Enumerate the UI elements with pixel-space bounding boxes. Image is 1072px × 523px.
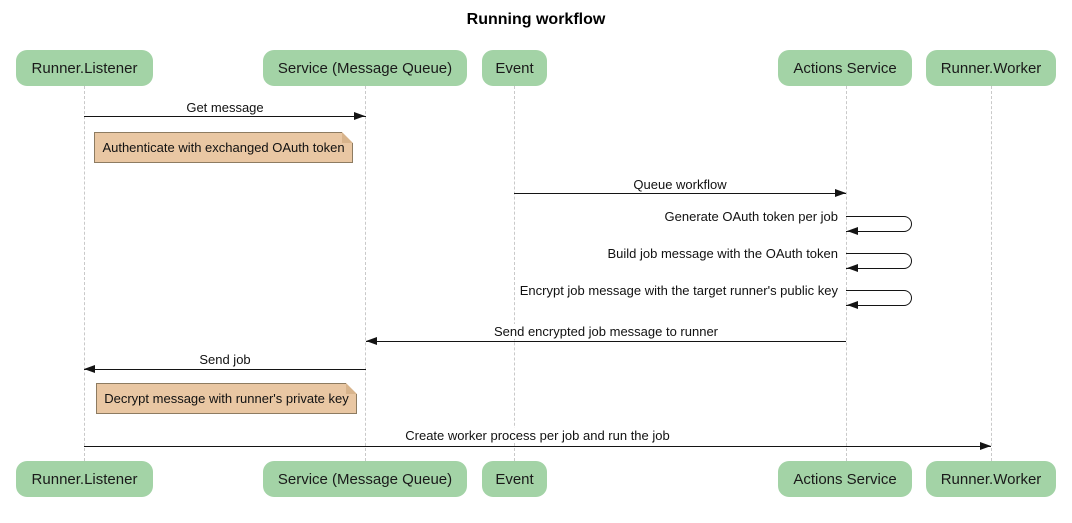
message-label-build-job-message: Build job message with the OAuth token — [321, 246, 841, 261]
message-line-get-message — [84, 116, 366, 118]
lifeline-event — [514, 86, 515, 461]
diagram-title: Running workflow — [466, 11, 606, 28]
arrowhead-right-icon — [354, 112, 365, 120]
message-label-generate-oauth-token: Generate OAuth token per job — [321, 209, 841, 224]
participant-service-message-queue-bottom: Service (Message Queue) — [263, 461, 467, 497]
message-line-create-worker — [84, 446, 991, 448]
lifeline-runner-worker — [991, 86, 992, 461]
message-label-get-message: Get message — [84, 100, 366, 115]
participant-actions-service-bottom: Actions Service — [778, 461, 912, 497]
arrowhead-left-icon — [847, 264, 858, 272]
lifeline-actions-service — [846, 86, 847, 461]
participant-event-top: Event — [482, 50, 547, 86]
message-line-queue-workflow — [514, 193, 846, 195]
message-label-create-worker: Create worker process per job and run th… — [84, 428, 991, 443]
message-label-encrypt-job-message: Encrypt job message with the target runn… — [321, 283, 841, 298]
participant-actions-service-top: Actions Service — [778, 50, 912, 86]
note-authenticate-oauth: Authenticate with exchanged OAuth token — [94, 132, 353, 163]
message-line-send-job — [84, 369, 366, 371]
arrowhead-right-icon — [980, 442, 991, 450]
lifeline-runner-listener — [84, 86, 85, 461]
note-fold-icon — [342, 132, 353, 143]
message-label-send-encrypted-job: Send encrypted job message to runner — [366, 324, 846, 339]
arrowhead-right-icon — [835, 189, 846, 197]
participant-runner-listener-bottom: Runner.Listener — [16, 461, 153, 497]
participant-event-bottom: Event — [482, 461, 547, 497]
participant-runner-listener-top: Runner.Listener — [16, 50, 153, 86]
participant-runner-worker-bottom: Runner.Worker — [926, 461, 1056, 497]
note-decrypt-message: Decrypt message with runner's private ke… — [96, 383, 357, 414]
participant-service-message-queue-top: Service (Message Queue) — [263, 50, 467, 86]
self-message-loop — [846, 216, 912, 232]
self-message-loop — [846, 290, 912, 306]
note-text: Decrypt message with runner's private ke… — [104, 391, 349, 406]
message-line-send-encrypted-job — [366, 341, 846, 343]
self-message-loop — [846, 253, 912, 269]
arrowhead-left-icon — [847, 301, 858, 309]
arrowhead-left-icon — [847, 227, 858, 235]
note-fold-icon — [346, 383, 357, 394]
message-label-queue-workflow: Queue workflow — [514, 177, 846, 192]
note-text: Authenticate with exchanged OAuth token — [102, 140, 345, 155]
arrowhead-left-icon — [366, 337, 377, 345]
message-label-send-job: Send job — [84, 352, 366, 367]
participant-runner-worker-top: Runner.Worker — [926, 50, 1056, 86]
arrowhead-left-icon — [84, 365, 95, 373]
lifeline-service-message-queue — [365, 86, 366, 461]
